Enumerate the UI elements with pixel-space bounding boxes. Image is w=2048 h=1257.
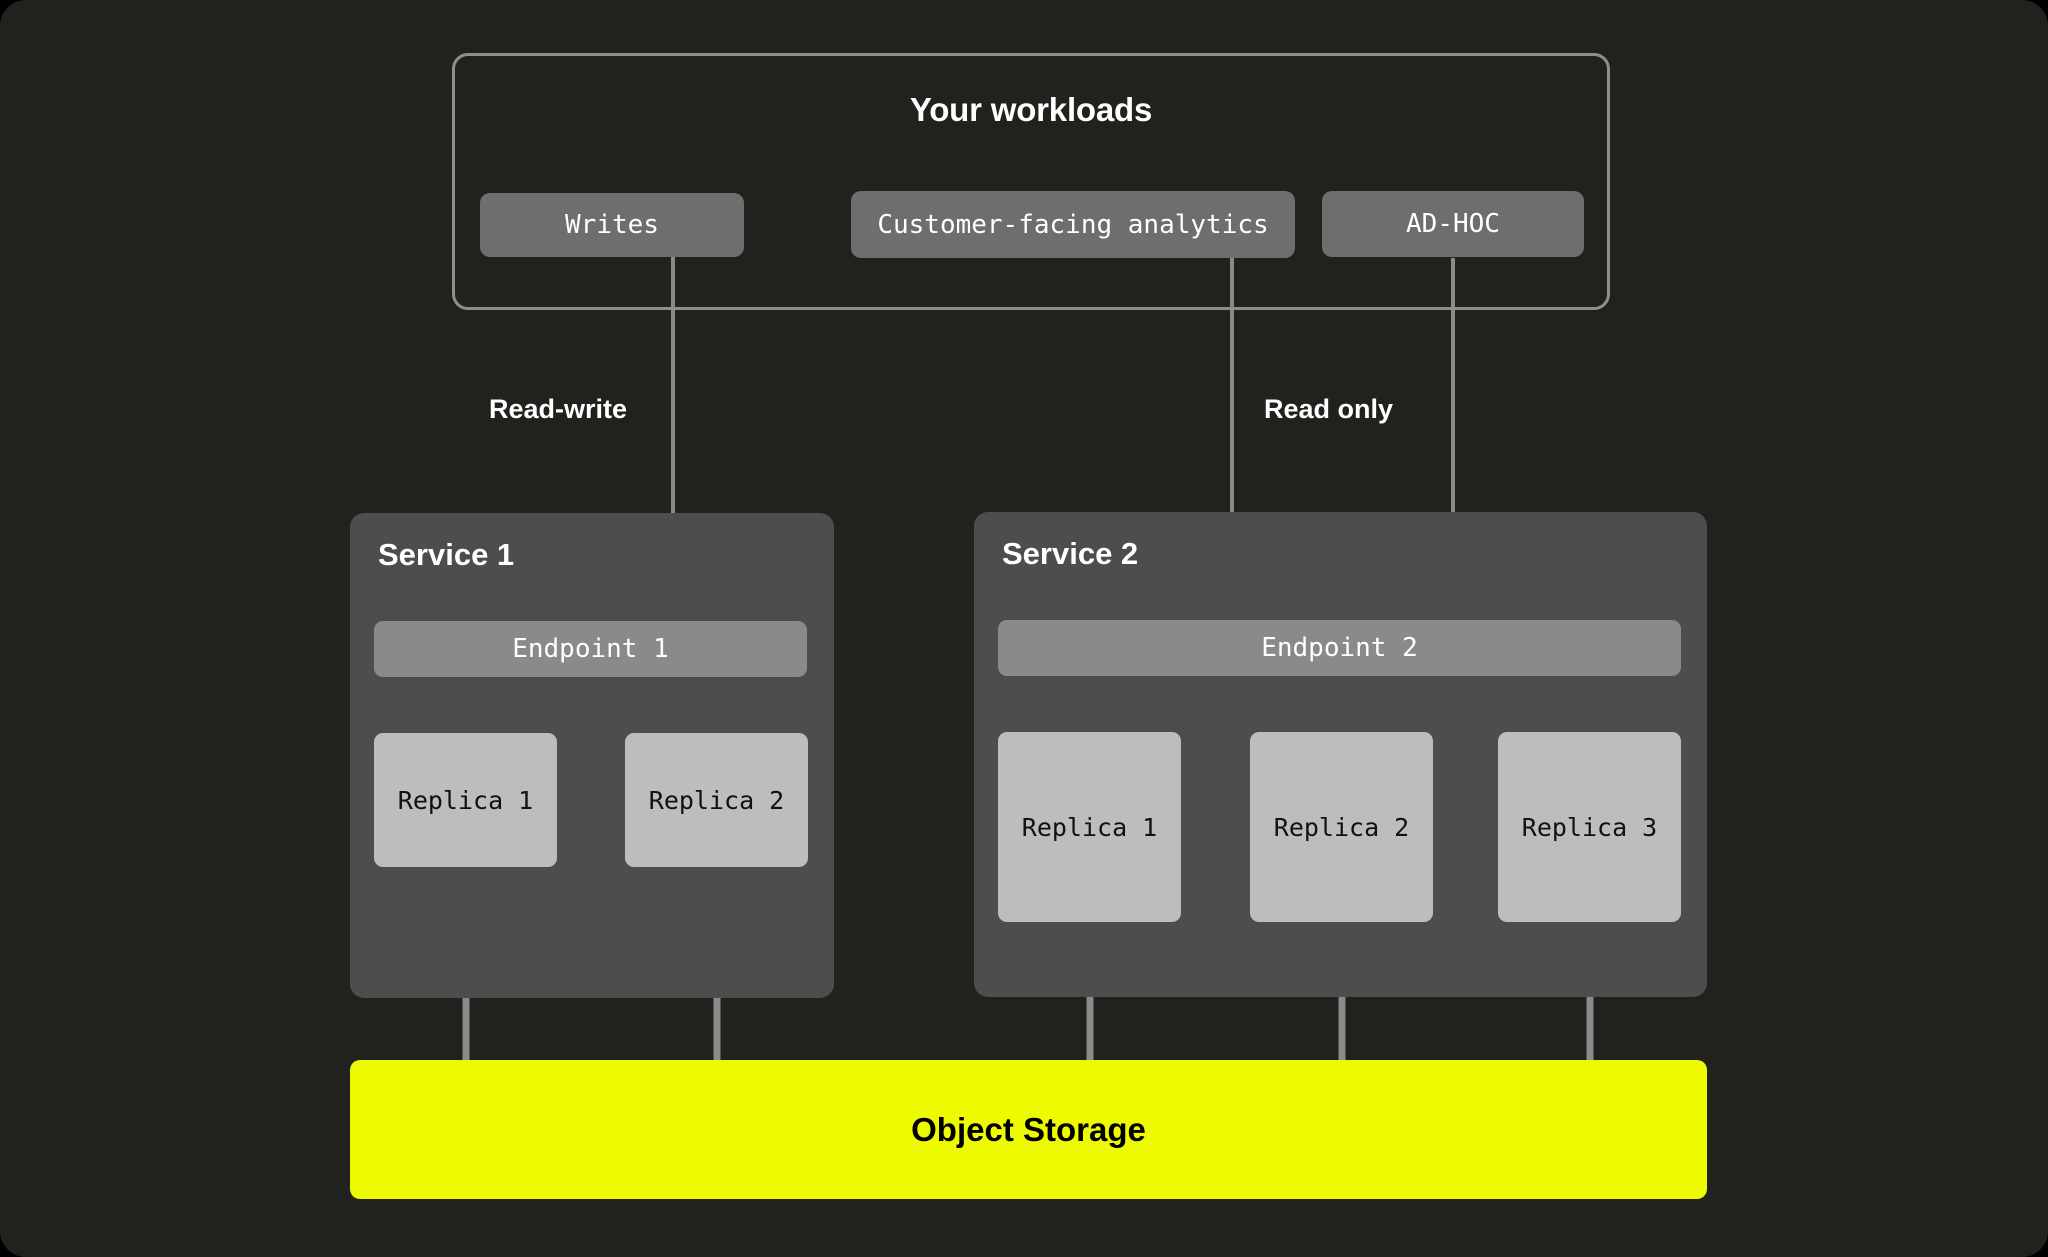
workload-chip-writes-label: Writes <box>565 210 659 240</box>
workload-chip-customer-facing-analytics[interactable]: Customer-facing analytics <box>851 191 1295 258</box>
service-1-title: Service 1 <box>378 537 515 572</box>
object-storage-label: Object Storage <box>911 1110 1146 1148</box>
workloads-title: Your workloads <box>909 91 1153 128</box>
service-2-endpoint[interactable]: Endpoint 2 <box>998 620 1681 676</box>
service-2-replica-2-label: Replica 2 <box>1273 812 1410 842</box>
workload-chip-ad-hoc-label: AD-HOC <box>1406 209 1500 239</box>
workload-chip-ad-hoc[interactable]: AD-HOC <box>1322 191 1584 257</box>
service-1-replica-2-label: Replica 2 <box>648 785 785 815</box>
service-1-replica-2[interactable]: Replica 2 <box>625 733 808 867</box>
object-storage-bar[interactable]: Object Storage <box>350 1060 1707 1199</box>
workload-chip-writes[interactable]: Writes <box>480 193 744 257</box>
service-2-title: Service 2 <box>1002 536 1139 571</box>
workload-chip-customer-facing-analytics-label: Customer-facing analytics <box>877 209 1269 240</box>
service-panel-service-2: Service 2 Endpoint 2 Replica 1 Replica 2… <box>974 512 1707 997</box>
service-1-endpoint-label: Endpoint 1 <box>512 634 669 664</box>
service-2-replica-2[interactable]: Replica 2 <box>1250 732 1433 922</box>
service-2-replica-1[interactable]: Replica 1 <box>998 732 1181 922</box>
workloads-container: Your workloads <box>452 53 1610 310</box>
service-1-endpoint[interactable]: Endpoint 1 <box>374 621 807 677</box>
service-panel-service-1: Service 1 Endpoint 1 Replica 1 Replica 2 <box>350 513 834 998</box>
service-2-replica-3-label: Replica 3 <box>1521 812 1658 842</box>
service-2-endpoint-label: Endpoint 2 <box>1261 633 1418 663</box>
service-2-replica-1-label: Replica 1 <box>1021 812 1158 842</box>
edge-label-read-only: Read only <box>1264 394 1394 424</box>
edge-label-read-write: Read-write <box>489 394 628 424</box>
service-1-replica-1[interactable]: Replica 1 <box>374 733 557 867</box>
service-1-replica-1-label: Replica 1 <box>397 785 534 815</box>
service-2-replica-3[interactable]: Replica 3 <box>1498 732 1681 922</box>
